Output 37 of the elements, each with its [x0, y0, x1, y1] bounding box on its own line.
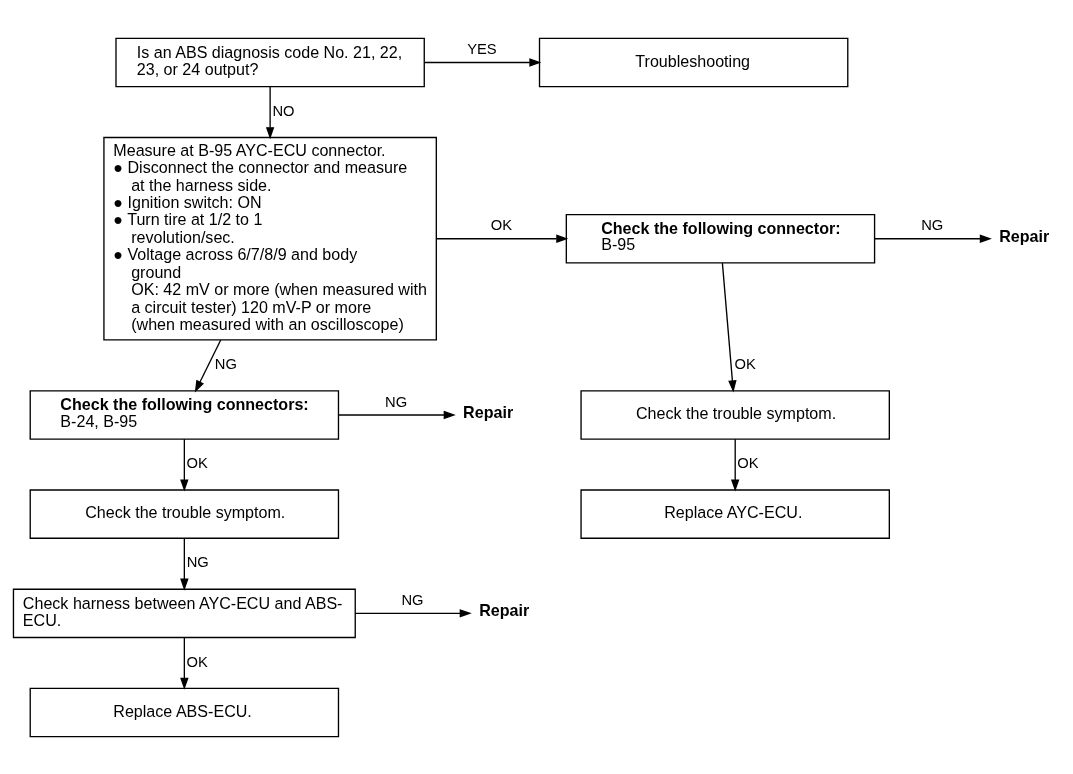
arrow: [354, 608, 472, 618]
arrow: [424, 57, 542, 67]
arrow: [721, 261, 737, 392]
node-box: Troubleshooting: [538, 37, 849, 87]
arrow: [180, 537, 189, 591]
node-box: Check the trouble symptom.: [580, 389, 890, 440]
edge-label: OK: [186, 454, 208, 471]
node-box: Replace ABS-ECU.: [29, 687, 340, 737]
arrow: [874, 234, 992, 243]
edge-label: NO: [272, 102, 295, 119]
node-box: Check the following connector: B-95: [565, 213, 876, 264]
arrow: [194, 338, 222, 392]
edge-label: NG: [186, 554, 209, 570]
edge-label: OK: [734, 355, 756, 372]
edge-label: NG: [401, 591, 424, 608]
arrow: [180, 636, 189, 690]
node-box: Check the trouble symptom.: [29, 488, 340, 539]
node-box: Measure at B-95 AYC-ECU connector. ● Disconnect the connector and measure at the harness side. ● Ignition switch: ON ● Turn tire at 1/2 to 1 revolution/sec. ● Voltage across 6/7/8/9 and body ground OK: 42 mV or more (when measured with a circuit tester) 120 mV-P or more (when measured with an oscilloscope): [103, 136, 437, 341]
arrow: [730, 438, 740, 491]
edge-label: YES: [467, 40, 497, 57]
arrow: [338, 410, 456, 419]
edge-label: NG: [385, 393, 408, 410]
node-box: Is an ABS diagnosis code No. 21, 22, 23, or 24 output?: [115, 37, 425, 87]
node-text: Repair: [463, 402, 514, 421]
node-box: Replace AYC-ECU.: [580, 488, 890, 539]
edge-label: NG: [214, 355, 237, 372]
node-text: Repair: [999, 226, 1050, 245]
edge-label: OK: [737, 454, 759, 471]
edge-label: OK: [186, 653, 208, 670]
edge-label: NG: [921, 216, 944, 233]
arrow: [435, 234, 569, 243]
node-text: Repair: [479, 600, 530, 619]
edge-label: OK: [490, 216, 512, 233]
node-box: Check the following connectors: B-24, B-95: [29, 389, 340, 440]
arrow: [265, 85, 275, 139]
arrow: [180, 438, 189, 491]
node-box: Check harness between AYC-ECU and ABS-ECU.: [12, 588, 356, 638]
